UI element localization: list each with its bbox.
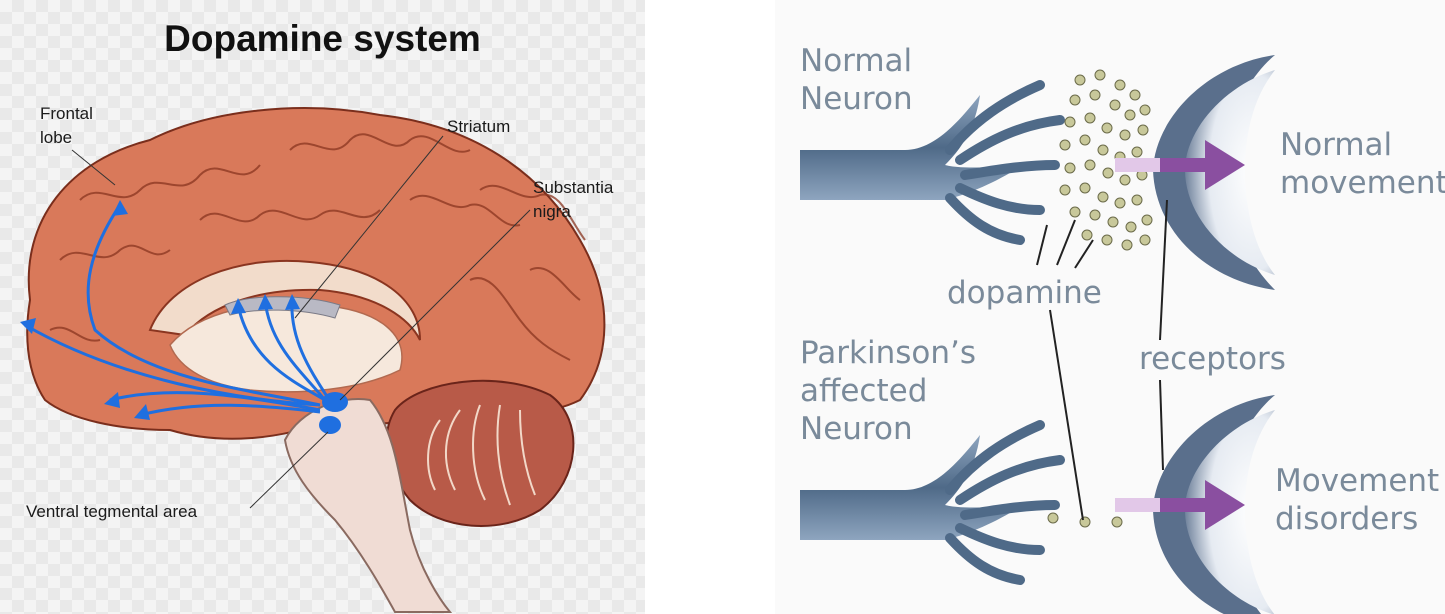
ventral-tegmental-nucleus [319, 416, 341, 434]
frontal-lobe-label: Frontal lobe [40, 102, 93, 150]
dopamine-label: dopamine [947, 274, 1102, 312]
dopamine-molecules-affected [1048, 513, 1122, 527]
cerebellum [387, 381, 574, 526]
movement-disorders-label: Movement disorders [1275, 462, 1439, 538]
substantia-nigra-label: Substantia nigra [533, 176, 613, 224]
receptors-label: receptors [1139, 340, 1286, 378]
normal-movement-label: Normal movement [1280, 126, 1445, 202]
parkinsons-neuron-label: Parkinson’s affected Neuron [800, 334, 976, 448]
ventral-tegmental-area-label: Ventral tegmental area [26, 500, 197, 524]
striatum-label: Striatum [447, 115, 510, 139]
affected-neuron-terminal [800, 425, 1060, 580]
dopamine-system-panel: Dopamine system Frontal lobe Striatum Su… [0, 0, 645, 614]
normal-neuron-label: Normal Neuron [800, 42, 913, 118]
synapse-comparison-panel: Normal Neuron Normal movement dopamine P… [775, 0, 1445, 614]
diagram-title: Dopamine system [0, 18, 645, 60]
